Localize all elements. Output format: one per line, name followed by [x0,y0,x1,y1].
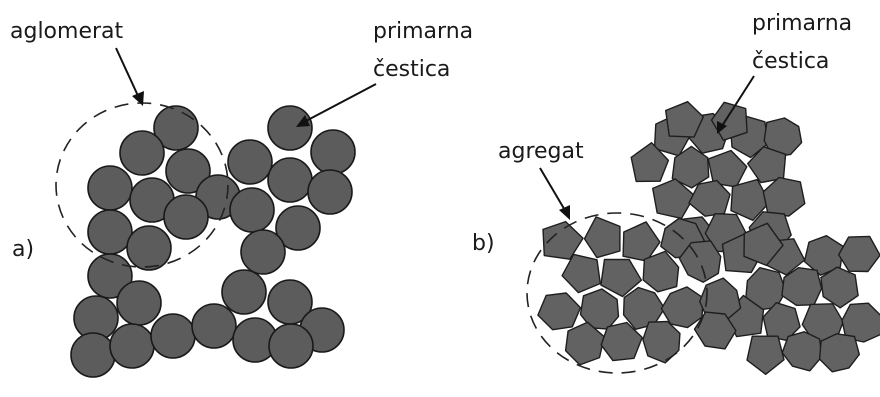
primary-particle [87,165,133,211]
primary-particle [153,105,199,151]
primary-particle [838,235,880,273]
aggregate-boundary [526,212,708,374]
primary-particle [116,280,162,326]
primary-particle [310,129,356,175]
primary-particle [693,311,737,350]
primary-particle [542,220,584,260]
primary-particle [730,178,771,222]
primary-particle [191,303,237,349]
aggregate-arrow [539,167,567,213]
primary-particle [267,157,313,203]
primary-particle [70,332,116,378]
primary-particle [561,253,601,294]
primary-particle [688,179,731,217]
primary-particle [642,320,681,364]
primary-particle [600,258,643,298]
primary-particle [221,269,267,315]
primary-particle [275,205,321,251]
aggregate-arrowhead [559,205,570,220]
primary-particle [268,323,314,369]
panel-a-label: a) [12,237,34,262]
primary-particle [622,221,661,262]
primary-particle-label-a-line2: čestica [373,57,450,82]
primary-particle [227,139,273,185]
primary-particle [818,333,860,373]
primary-particle [746,335,785,375]
panel-a: aglomerat primarna čestica a) [10,19,473,378]
primary-particle [150,313,196,359]
primary-particle [126,225,172,271]
primary-particle [109,323,155,369]
agglomerate-arrow [115,47,140,99]
primary-particle [665,100,704,138]
agglomerate-arrowhead [132,91,144,106]
primary-particle-label-a-line1: primarna [373,19,473,44]
primary-particle [820,266,859,309]
primary-particle-arrow-a [303,83,377,123]
primary-particle [240,229,286,275]
primary-particle [743,222,784,267]
primary-particle [163,194,209,240]
primary-particle [600,321,643,362]
primary-particle [660,286,704,329]
primary-particle [763,117,803,158]
primary-particle [699,277,742,321]
panel-b-label: b) [472,231,495,256]
primary-particle [564,321,605,366]
primary-particles-b [537,100,880,375]
primary-particle [642,250,680,293]
primary-particle [652,178,696,220]
primary-particles-a [70,105,356,378]
primary-particle [583,216,621,259]
primary-particle-label-b-line1: primarna [752,11,852,36]
primary-particle [630,141,670,183]
agglomerate-label: aglomerat [10,19,124,44]
primary-particle [165,148,211,194]
panel-b: agregat primarna čestica b) [472,11,880,375]
primary-particle [537,292,582,331]
primary-particle [87,253,133,299]
primary-particle [678,240,722,283]
primary-particle [781,331,823,372]
aggregate-label: agregat [498,139,584,164]
primary-particle [119,130,165,176]
primary-particle [671,145,710,189]
primary-particle-label-b-line2: čestica [752,49,829,74]
primary-particle [87,209,133,255]
primary-particle-arrow-b [721,75,755,127]
primary-particle [229,187,275,233]
primary-particle-arrowhead-b [717,121,727,134]
primary-particle-arrowhead-a [296,115,310,127]
primary-particle [307,169,353,215]
primary-particle [267,105,313,151]
primary-particle [762,176,806,217]
